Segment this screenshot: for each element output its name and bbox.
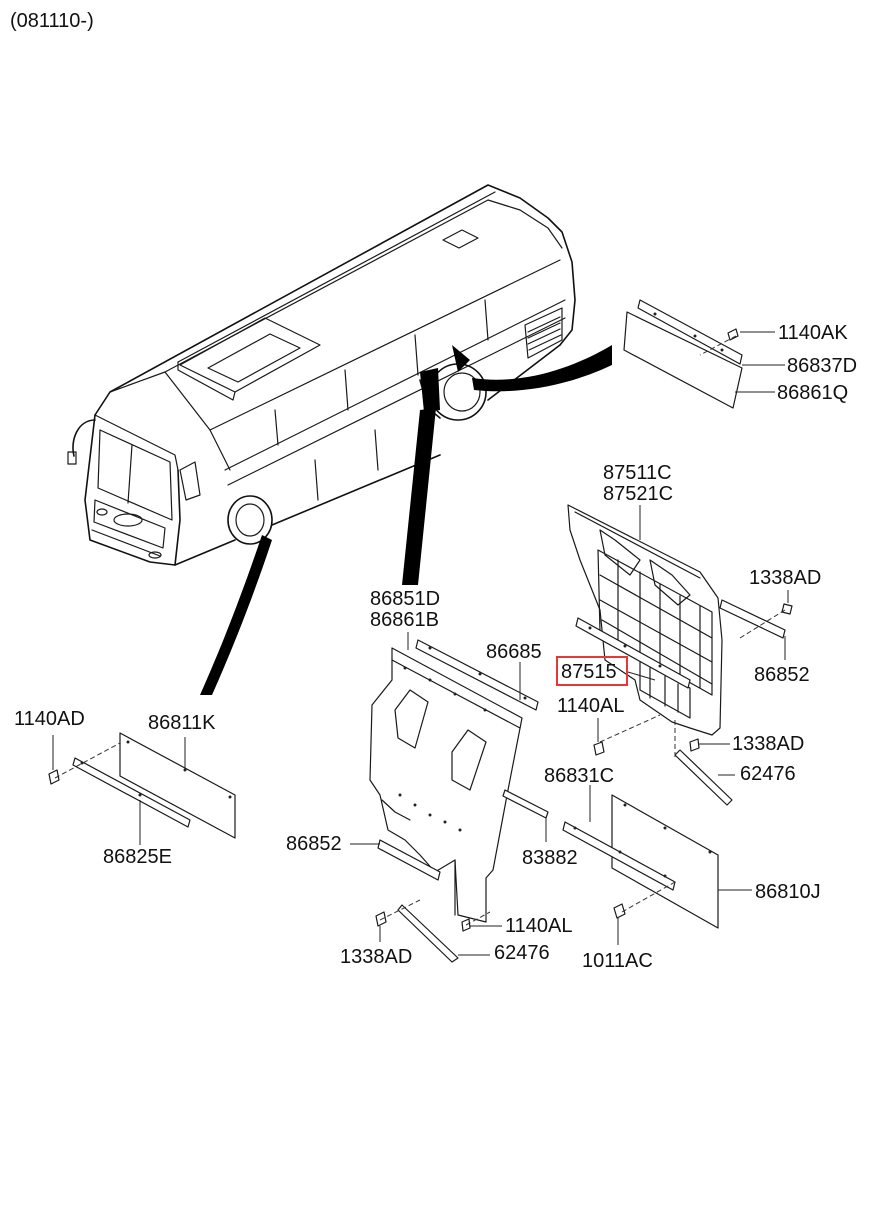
callout-87511C: 87511C [603, 462, 672, 484]
callout-86852-right: 86852 [754, 664, 810, 686]
callout-1338AD-right: 1338AD [732, 733, 804, 755]
center-mudguard [350, 632, 549, 963]
callout-1140AL-lower: 1140AL [505, 915, 572, 937]
callout-1140AK: 1140AK [778, 322, 848, 344]
callout-87521C: 87521C [603, 483, 673, 505]
rear-bottom-panel [562, 785, 752, 945]
callout-86685: 86685 [486, 641, 542, 663]
callout-1011AC: 1011AC [582, 950, 653, 972]
rear-mudguard [567, 504, 793, 806]
callout-86837D: 86837D [787, 355, 857, 377]
bus-illustration [67, 184, 576, 566]
callout-86851D: 86851D [370, 588, 440, 610]
date-code-label: (081110-) [10, 10, 94, 32]
callout-87515[interactable]: 87515 [561, 661, 617, 683]
callout-1140AL-upper: 1140AL [557, 695, 624, 717]
callout-1338AD-lower: 1338AD [340, 946, 412, 968]
callout-62476-right: 62476 [740, 763, 796, 785]
callout-86810J: 86810J [755, 881, 821, 903]
callout-86811K: 86811K [148, 712, 216, 734]
callout-83882: 83882 [522, 847, 578, 869]
callout-86861B: 86861B [370, 609, 439, 631]
front-wheel-panel [48, 732, 236, 845]
callout-86861Q: 86861Q [777, 382, 848, 404]
direction-arrows [200, 345, 612, 695]
callout-1338AD-upper: 1338AD [749, 567, 821, 589]
rear-top-panel [623, 299, 785, 409]
callout-62476-lower: 62476 [494, 942, 550, 964]
callout-86825E: 86825E [103, 846, 172, 868]
highlight-box-87515 [556, 656, 628, 686]
callout-86852-left: 86852 [286, 833, 342, 855]
callout-86831C: 86831C [544, 765, 614, 787]
callout-1140AD: 1140AD [14, 708, 85, 730]
